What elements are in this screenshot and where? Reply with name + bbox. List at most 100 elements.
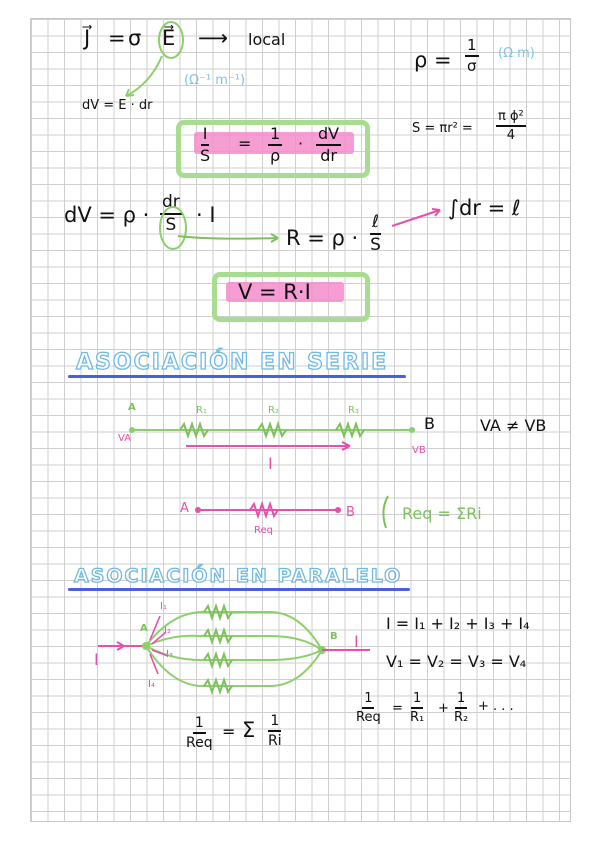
expand-r2-fraction: 1 R₂	[454, 692, 468, 724]
parallel-current-in: I	[94, 650, 99, 669]
parallel-branch-3	[145, 645, 323, 661]
expand-plus: +	[438, 701, 449, 716]
inv-sum-equals: =	[222, 722, 236, 741]
resistivity-units: (Ω m)	[498, 46, 535, 61]
ohm-law: V = R·I	[238, 280, 311, 304]
serie-current-arrowhead	[341, 441, 351, 451]
resistor-3-label: R₃	[348, 405, 359, 416]
equiv-brace	[382, 495, 389, 529]
circle-around-E	[158, 21, 184, 59]
arrowhead-E-to-dV	[125, 88, 135, 97]
fraction-num-I: I	[200, 126, 210, 146]
dr-over-S-fraction: dr S	[160, 194, 182, 234]
serie-resistor-2	[257, 420, 287, 440]
field-symbol: E⃗	[162, 26, 176, 50]
implies-arrow: ⟶	[198, 26, 229, 50]
parallel-node-a: A	[140, 623, 148, 634]
expand-r1-num: 1	[410, 692, 424, 709]
node-a-label: A	[128, 402, 136, 413]
highlight-band-2	[226, 282, 344, 302]
serie-equivalent-formula: Req = ΣRi	[402, 504, 482, 523]
equals-sign: =	[108, 26, 126, 50]
area-fraction: π ϕ² 4	[496, 110, 526, 142]
length-num: ℓ	[370, 214, 382, 235]
parallel-resistor-2	[203, 626, 233, 646]
area-lhs: S = πr² =	[412, 121, 473, 136]
expand-r2-num: 1	[454, 692, 468, 709]
branch-current-4: I₄	[148, 679, 155, 690]
local-note: local	[248, 30, 286, 49]
fraction-den-rho: ρ	[270, 146, 281, 165]
equiv-node-b-dot	[335, 507, 341, 513]
serie-resistor-3	[335, 420, 365, 440]
inv-req-num: 1	[192, 716, 206, 734]
current-density-symbol: J⃗	[84, 26, 91, 50]
conductivity-units: (Ω⁻¹ m⁻¹)	[184, 73, 246, 88]
section-heading-serie: ASOCIACIÓN EN SERIE	[75, 349, 389, 375]
parallel-branch-4	[145, 645, 323, 687]
inv-ri-den: Ri	[268, 733, 282, 749]
resistor-2-label: R₂	[268, 405, 279, 416]
arrow-E-to-dV	[125, 55, 163, 97]
parallel-branch-1	[145, 611, 323, 651]
equiv-resistor-label: Req	[254, 525, 273, 536]
highlight-box-1	[176, 120, 370, 178]
expand-r1-den: R₁	[410, 710, 425, 725]
voltage-inequality: VA ≠ VB	[480, 416, 547, 435]
inverse-ri-fraction: 1 Ri	[268, 714, 282, 748]
parallel-node-b: B	[330, 631, 338, 642]
current-sum: I = I₁ + I₂ + I₃ + I₄	[386, 614, 530, 633]
fraction-den-dr: dr	[320, 146, 337, 165]
parallel-branch-2	[145, 634, 323, 651]
parallel-input-arrowhead	[116, 641, 125, 651]
branch-current-2: I₂	[164, 625, 171, 636]
arrowhead-to-integral	[431, 208, 441, 217]
voltage-equality: V₁ = V₂ = V₃ = V₄	[386, 652, 527, 671]
branch-current-1: I₁	[160, 601, 167, 612]
dr-num: dr	[160, 194, 182, 215]
expand-r1-fraction: 1 R₁	[410, 692, 424, 724]
sigma-symbol: σ	[128, 26, 142, 50]
fraction-den-S: S	[200, 146, 211, 165]
dv-dr-fraction: dV dr	[316, 126, 342, 165]
highlight-band-1	[194, 132, 354, 154]
circle-around-S	[159, 206, 187, 250]
inverse-req-fraction: 1 Req	[186, 716, 213, 750]
expand-req-num: 1	[362, 692, 375, 709]
expand-req-den: Req	[356, 710, 381, 725]
arrow-S-to-R	[177, 235, 279, 240]
resistivity-den: σ	[467, 57, 477, 75]
boxed-dot: ·	[298, 134, 304, 153]
potential-a-label: VA	[118, 433, 132, 444]
serie-node-b	[409, 427, 415, 433]
current-area-fraction: I S	[200, 126, 210, 164]
inv-ri-num: 1	[268, 714, 282, 732]
serie-resistor-1	[179, 420, 209, 440]
node-b-label: B	[424, 414, 435, 433]
highlight-box-2	[212, 272, 370, 322]
fraction-num-1: 1	[268, 126, 283, 146]
expand-tail: + . . .	[478, 699, 514, 714]
branch-current-3: I₃	[166, 649, 173, 660]
expand-equals: =	[392, 701, 403, 716]
area-den-S: S	[370, 235, 381, 255]
potential-differential: dV = E · dr	[82, 98, 153, 113]
parallel-resistor-4	[203, 676, 233, 696]
serie-node-a	[129, 427, 135, 433]
resistivity-lhs: ρ =	[414, 48, 452, 72]
parallel-resistor-1	[203, 602, 233, 622]
expand-req-fraction: 1 Req	[356, 692, 381, 724]
area-num: π ϕ²	[496, 110, 526, 127]
parallel-branch-current-arrows	[149, 615, 169, 675]
equiv-node-a-dot	[195, 507, 201, 513]
arrow-to-integral	[391, 209, 441, 227]
length-over-area-fraction: ℓ S	[370, 214, 382, 255]
potential-b-label: VB	[412, 445, 426, 456]
section-rule-paralelo	[68, 588, 410, 591]
equiv-node-a: A	[180, 501, 189, 516]
resistor-1-label: R₁	[196, 405, 207, 416]
equiv-resistor	[249, 500, 279, 520]
inverse-rho-fraction: 1 ρ	[268, 126, 283, 165]
fraction-num-dV: dV	[316, 126, 342, 146]
